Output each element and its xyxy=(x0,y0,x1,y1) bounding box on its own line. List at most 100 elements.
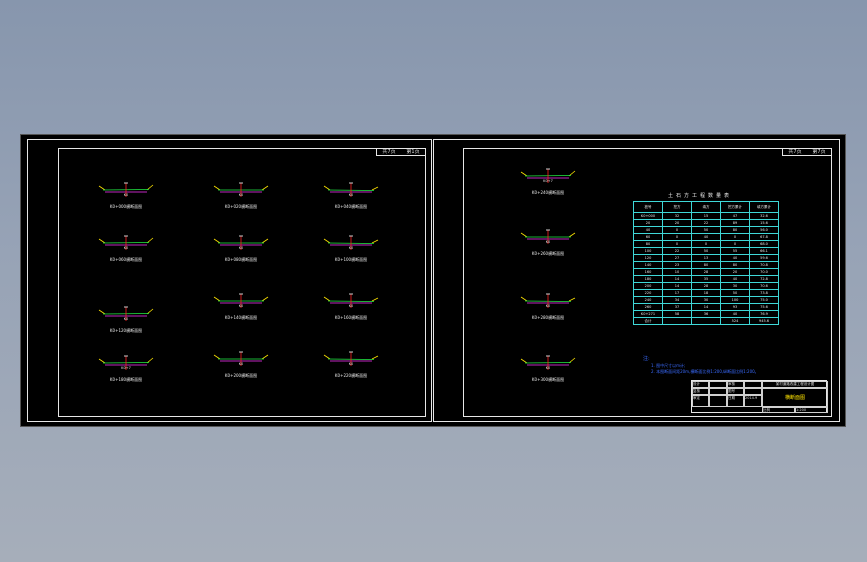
stake-label: K0 xyxy=(349,246,354,250)
slope-right xyxy=(261,354,269,360)
table-cell: 32 xyxy=(662,212,692,220)
table-header-row: 桩号挖方填方挖方累计填方累计 xyxy=(633,201,779,213)
table-cell xyxy=(691,317,721,325)
table-cell: 76.9 xyxy=(749,310,779,318)
table-cell: 70.0 xyxy=(749,268,779,276)
slope-right xyxy=(568,297,576,302)
stake-label: K0 xyxy=(546,304,551,308)
table-cell: 14 xyxy=(691,303,721,311)
tb-label-scale: 比例 xyxy=(762,407,795,413)
table-cell: 60 xyxy=(633,233,663,241)
table-cell: K0+271 xyxy=(633,310,663,318)
table-cell: 20 xyxy=(720,268,750,276)
table-cell: 140 xyxy=(633,261,663,269)
cross-section-drawing: K0 xyxy=(520,355,576,370)
slope-left xyxy=(323,354,331,360)
stake-label: K0 xyxy=(239,304,244,308)
stake-label: K0 xyxy=(124,193,129,197)
table-cell: 35 xyxy=(691,275,721,283)
slope-left xyxy=(520,232,528,238)
table-cell: 28 xyxy=(691,282,721,290)
table-cell: 68.0 xyxy=(749,240,779,248)
tb-value-check xyxy=(709,388,727,395)
cross-section-drawing: K0+7 xyxy=(520,168,576,183)
cross-section-drawing: K0 xyxy=(98,182,154,197)
table-cell: 220 xyxy=(633,289,663,297)
cross-section-drawing: K0 xyxy=(520,293,576,308)
slope-right xyxy=(261,185,269,191)
table-cell: 200 xyxy=(633,282,663,290)
table-cell: 240 xyxy=(633,296,663,304)
table-cell: 80 xyxy=(720,261,750,269)
slope-right xyxy=(261,238,269,244)
tb-value-approve xyxy=(709,395,727,407)
section-caption: K0+020横断面图 xyxy=(224,204,258,209)
stake-label: K0 xyxy=(239,246,244,250)
tb-value-review xyxy=(744,381,762,388)
tb-value-scale: 1:200 xyxy=(795,407,828,413)
stake-label: K0 xyxy=(124,246,129,250)
table-cell: 27 xyxy=(662,254,692,262)
table-cell: 15 xyxy=(691,212,721,220)
stake-label: K0 xyxy=(239,362,244,366)
slope-left xyxy=(213,185,221,191)
table-header-cell: 挖方 xyxy=(662,201,692,213)
table-cell: 56.0 xyxy=(749,226,779,234)
table-cell: 70.8 xyxy=(749,261,779,269)
slope-left xyxy=(213,354,221,360)
cross-section-drawing: K0 xyxy=(98,306,154,321)
table-cell: 13 xyxy=(691,254,721,262)
table-cell: 180 xyxy=(633,275,663,283)
table-cell: 50 xyxy=(691,226,721,234)
section-caption: K0+160横断面图 xyxy=(334,315,368,320)
tb-value-date: 2014.9 xyxy=(744,395,762,407)
cross-section-drawing: K0 xyxy=(520,229,576,244)
table-cell: K0+000 xyxy=(633,212,663,220)
tb-label-design: 设计 xyxy=(692,381,709,388)
page-total: 共7页 xyxy=(788,149,802,155)
table-cell: 28 xyxy=(691,268,721,276)
table-cell: 55 xyxy=(720,247,750,255)
cross-section-drawing: K0+7 xyxy=(98,355,154,370)
table-cell: 59.6 xyxy=(749,254,779,262)
table-cell: 22 xyxy=(691,219,721,227)
slope-left xyxy=(520,171,528,177)
section-caption: K0+260横断面图 xyxy=(531,251,565,256)
sheet-right-border: 共7页 第7页 xyxy=(463,148,832,417)
slope-right xyxy=(568,232,576,238)
table-cell: 80 xyxy=(720,226,750,234)
section-caption: K0+200横断面图 xyxy=(224,373,258,378)
page-current: 第7页 xyxy=(812,149,826,155)
table-cell: 14 xyxy=(662,275,692,283)
section-caption: K0+100横断面图 xyxy=(334,257,368,262)
tb-label-date: 日期 xyxy=(727,395,744,407)
tb-label-review: 审核 xyxy=(727,381,744,388)
cross-section-drawing: K0 xyxy=(323,182,379,197)
slope-left xyxy=(520,296,528,302)
table-cell: 67.8 xyxy=(749,233,779,241)
slope-left xyxy=(323,296,331,302)
table-cell: 40 xyxy=(691,233,721,241)
table-cell: 32.6 xyxy=(749,212,779,220)
slope-left xyxy=(323,238,331,244)
drawing-sheet-left: 共7页 第1页 xyxy=(27,139,432,422)
table-cell: 100 xyxy=(720,296,750,304)
section-caption: K0+180横断面图 xyxy=(109,377,143,382)
stake-label: K0 xyxy=(124,317,129,321)
table-cell: 0 xyxy=(662,226,692,234)
